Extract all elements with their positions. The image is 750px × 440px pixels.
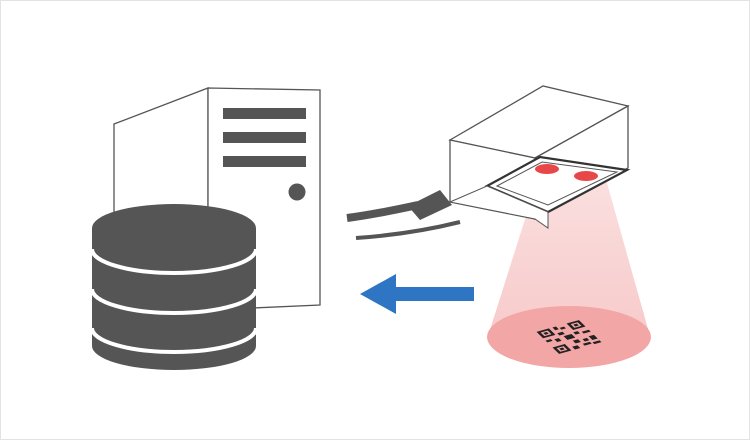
server-drive-bay [223, 132, 306, 143]
flow-arrow-left-icon [360, 274, 474, 314]
server-drive-bay [223, 156, 306, 167]
qr-code-icon [532, 318, 606, 356]
scanner-led [535, 164, 559, 174]
fixed-barcode-scanner-icon [448, 85, 631, 229]
server-drive-bay [223, 108, 306, 119]
server-power-button [288, 183, 306, 201]
scanner-led [574, 171, 598, 181]
scanner-cable [346, 190, 461, 240]
database-icon [90, 204, 258, 370]
